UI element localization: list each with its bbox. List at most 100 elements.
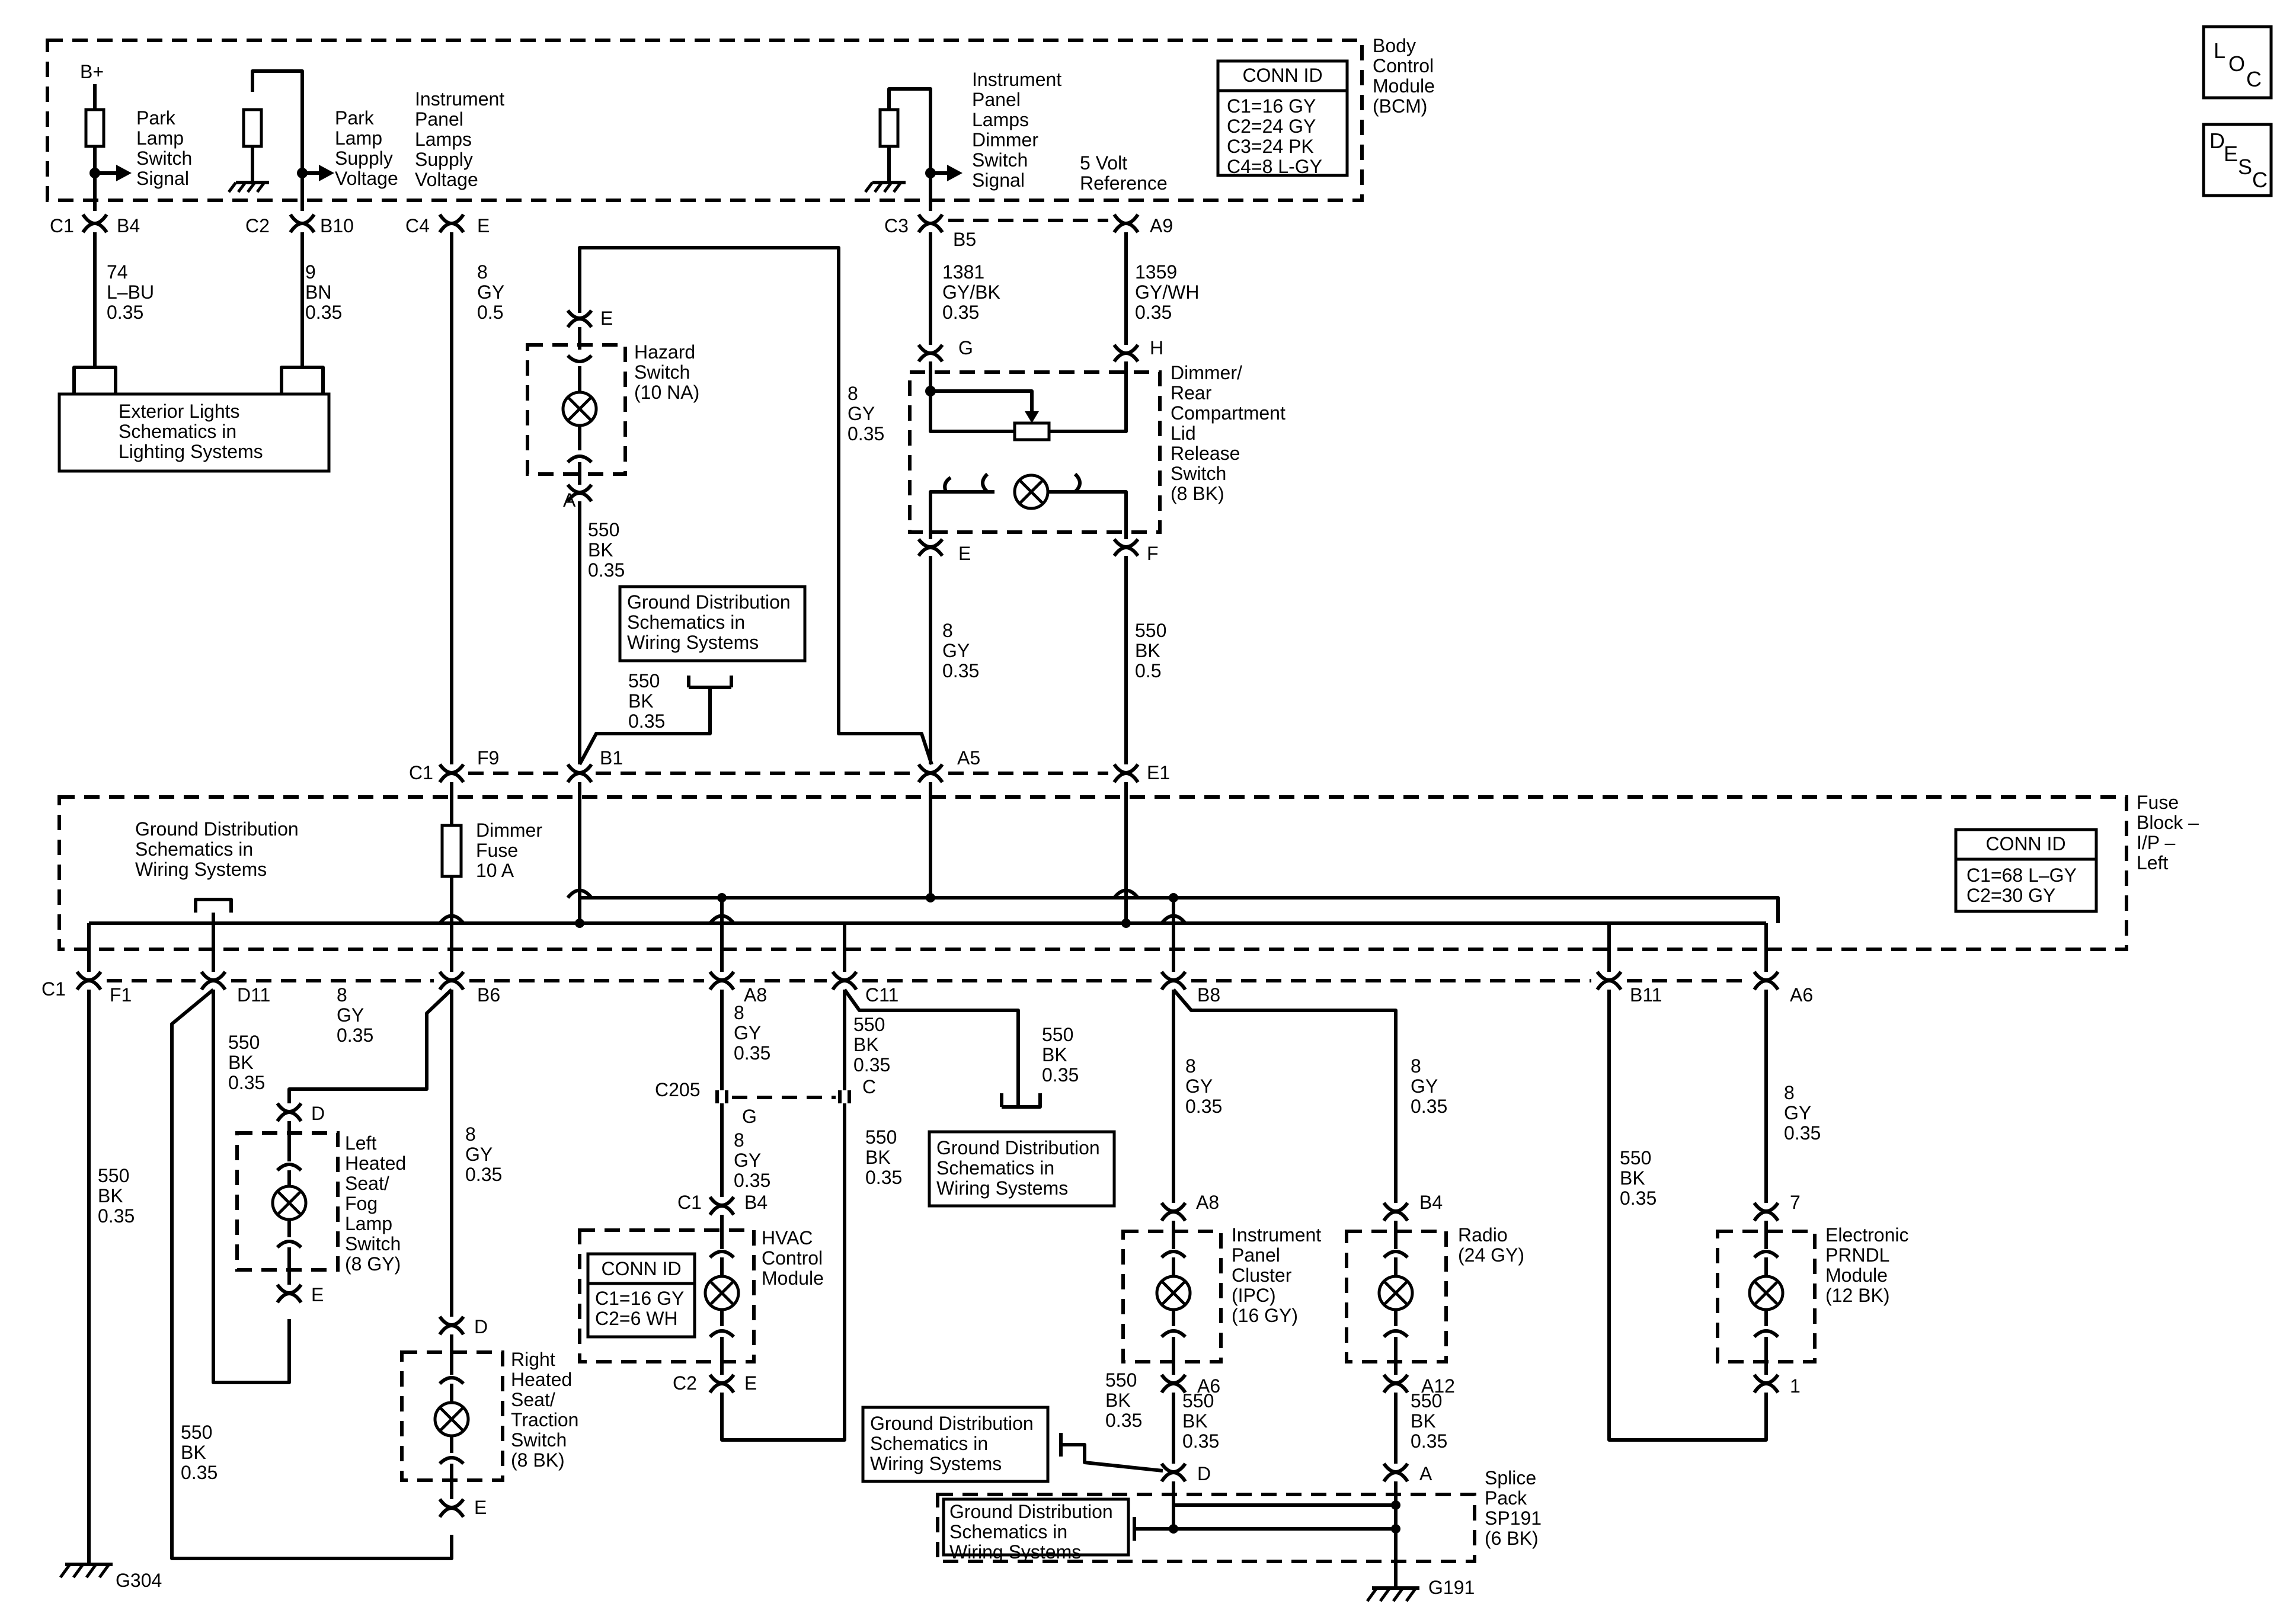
ipc-pin-a6: A6 — [1197, 1375, 1220, 1397]
text-line: Control — [1373, 55, 1434, 76]
ground-g191: G191 — [1428, 1577, 1475, 1598]
hazard-pin-e: E — [600, 308, 613, 329]
text-line: 0.35 — [1411, 1096, 1447, 1117]
text-line: 1359 — [1135, 261, 1177, 283]
text-line: Ground Distribution — [870, 1413, 1034, 1434]
text-line: BK — [588, 539, 613, 561]
text-line: Wiring Systems — [627, 632, 759, 653]
text-line: Exterior Lights — [119, 401, 240, 422]
splice-pin-d: D — [1197, 1463, 1211, 1484]
bplus-label: B+ — [80, 61, 104, 82]
text-line: Panel — [972, 89, 1021, 110]
text-line: C2=30 GY — [1966, 885, 2055, 906]
description-icon[interactable]: D E S C — [2202, 123, 2273, 197]
ground-g304: G304 — [116, 1570, 162, 1591]
hv-pin-c2: C2 — [673, 1372, 697, 1394]
text-line: 0.35 — [1784, 1122, 1821, 1144]
pin-b4: B4 — [117, 215, 140, 236]
text-line: 0.35 — [107, 302, 143, 323]
text-line: Fuse — [476, 840, 518, 861]
text-line: Switch — [345, 1233, 401, 1254]
text-line: Voltage — [335, 168, 398, 189]
text-line: GY — [477, 281, 504, 303]
text-line: Cluster — [1232, 1265, 1292, 1286]
text-line: Switch — [511, 1429, 567, 1451]
text-line: BK — [628, 690, 654, 712]
pin-a8: A8 — [744, 984, 767, 1006]
text-line: SP191 — [1485, 1507, 1542, 1529]
pin-c3: C3 — [884, 215, 909, 236]
text-line: Control — [762, 1247, 823, 1269]
pin-c11: C11 — [865, 984, 898, 1006]
text-line: Ground Distribution — [949, 1501, 1113, 1522]
text-line: L–BU — [107, 281, 154, 303]
text-line: 8 — [1185, 1055, 1196, 1077]
text-line: Lid — [1171, 422, 1196, 444]
text-line: 0.35 — [942, 660, 979, 681]
text-line: Left — [2137, 852, 2168, 873]
dimmer-pin-h: H — [1150, 337, 1163, 359]
text-line: BK — [865, 1147, 891, 1168]
text-line: Ground Distribution — [135, 818, 299, 840]
text-line: Lamp — [136, 127, 184, 149]
text-line: 0.35 — [734, 1042, 770, 1064]
text-line: Body — [1373, 35, 1416, 56]
text-line: GY — [465, 1144, 493, 1165]
text-line: Wiring Systems — [870, 1453, 1002, 1474]
text-line: Lamps — [972, 109, 1029, 130]
ground-symbol-icon — [1366, 1586, 1419, 1602]
text-line: Pack — [1485, 1487, 1527, 1509]
text-line: PRNDL — [1825, 1244, 1889, 1266]
text-line: Splice — [1485, 1467, 1536, 1489]
text-line: 0.35 — [1135, 302, 1172, 323]
text-line: C4=8 L-GY — [1227, 156, 1322, 177]
text-line: Release — [1171, 443, 1240, 464]
loc-l: L — [2214, 39, 2225, 63]
pin-d11: D11 — [237, 984, 270, 1006]
hv-pin-e: E — [744, 1372, 757, 1394]
text-line: BK — [1042, 1044, 1067, 1065]
location-icon[interactable]: L O C — [2202, 25, 2273, 100]
text-line: 8 — [734, 1129, 744, 1151]
text-line: BK — [853, 1034, 879, 1055]
text-line: 9 — [305, 261, 316, 283]
text-line: 550 — [1620, 1147, 1651, 1169]
text-line: 550 — [98, 1165, 129, 1186]
text-line: (12 BK) — [1825, 1285, 1889, 1306]
desc-d: D — [2209, 129, 2225, 153]
pin-e1: E1 — [1147, 762, 1170, 783]
text-line: Traction — [511, 1409, 578, 1430]
text-line: 10 A — [476, 860, 514, 881]
text-line: 0.35 — [1182, 1430, 1219, 1452]
text-line: 550 — [1182, 1390, 1214, 1411]
text-line: Block – — [2137, 812, 2199, 833]
pin-g2: G — [742, 1106, 757, 1127]
text-line: Schematics in — [949, 1521, 1067, 1542]
bcm-conn-id-box — [1216, 59, 1349, 177]
